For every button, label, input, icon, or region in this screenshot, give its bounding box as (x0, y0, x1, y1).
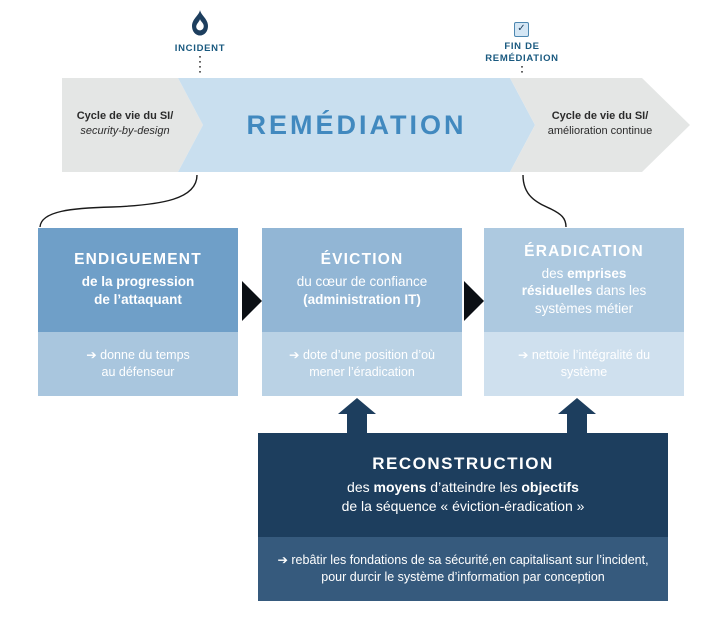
right-connector-curve (522, 174, 567, 228)
subtitle-segment: dans les systèmes métier (534, 283, 647, 316)
left-connector-curve (39, 174, 198, 228)
phase-footer-text: ➔ donne du temps au défenseur (86, 348, 190, 379)
subtitle-segment: des (541, 265, 568, 281)
phase-header: ENDIGUEMENT de la progression de l’attaq… (38, 228, 238, 332)
fin-label-line1: FIN DE (504, 41, 540, 52)
subtitle-segment: moyens (373, 479, 427, 496)
phase-box-eviction: ÉVICTION du cœur de confiance (administr… (262, 228, 462, 396)
band-left-caption: Cycle de vie du SI/ security-by-design (62, 109, 188, 140)
subtitle-segment: des (347, 479, 374, 496)
subtitle-segment: d’atteindre les (426, 479, 522, 496)
fin-de-remediation-label: FIN DE REMÉDIATION (468, 41, 576, 66)
phase-header: ÉRADICATION des emprises résiduelles dan… (484, 228, 684, 332)
subtitle-segment: du cœur de confiance (296, 274, 428, 290)
phase-footer: ➔ donne du temps au défenseur (38, 332, 238, 396)
subtitle-segment: emprises résiduelles (521, 265, 627, 299)
subtitle-segment: objectifs (521, 479, 579, 496)
band-title: REMÉDIATION (246, 110, 467, 140)
phase-box-eradication: ÉRADICATION des emprises résiduelles dan… (484, 228, 684, 396)
phase-subtitle: de la progression de l’attaquant (72, 273, 204, 308)
band-left-line2: security-by-design (80, 125, 170, 138)
reconstruction-box: RECONSTRUCTION des moyens d’atteindre le… (258, 433, 668, 601)
phase-subtitle: du cœur de confiance (administration IT) (274, 273, 450, 308)
phase-title: ÉRADICATION (524, 242, 644, 260)
phase-box-endiguement: ENDIGUEMENT de la progression de l’attaq… (38, 228, 238, 396)
reconstruction-footer: ➔ rebâtir les fondations de sa sécurité,… (258, 537, 668, 601)
band-right-line2: amélioration continue (547, 125, 653, 138)
phase-title: ÉVICTION (320, 251, 404, 269)
flame-icon (186, 9, 214, 41)
fin-label-line2: REMÉDIATION (485, 53, 559, 65)
subtitle-segment: de la progression de l’attaquant (81, 274, 195, 307)
arrow-up-icon (558, 398, 596, 434)
phase-footer-text: ➔ dote d’une position d’où mener l’éradi… (289, 348, 435, 379)
arrow-right-icon (464, 281, 484, 321)
band-right-line1: Cycle de vie du SI/ (551, 110, 649, 122)
band-left-line1: Cycle de vie du SI/ (76, 110, 174, 122)
reconstruction-footer-text: ➔ rebâtir les fondations de sa sécurité,… (277, 552, 649, 585)
arrow-up-icon (338, 398, 376, 434)
arrow-right-icon (242, 281, 262, 321)
incident-label: INCIDENT (174, 43, 226, 54)
reconstruction-subtitle-line1: des moyens d’atteindre les objectifs (347, 478, 579, 497)
reconstruction-subtitle-line2: de la séquence « éviction-éradication » (341, 498, 585, 514)
phase-subtitle: des emprises résiduelles dans les systèm… (508, 265, 660, 318)
subtitle-segment: (administration IT) (303, 292, 421, 307)
checkbox-icon: ✓ (514, 22, 529, 37)
phase-footer: ➔ dote d’une position d’où mener l’éradi… (262, 332, 462, 396)
reconstruction-header: RECONSTRUCTION des moyens d’atteindre le… (258, 433, 668, 537)
phase-title: ENDIGUEMENT (74, 251, 202, 269)
phase-footer-text: ➔ nettoie l’intégralité du système (517, 348, 651, 379)
phase-footer: ➔ nettoie l’intégralité du système (484, 332, 684, 396)
band-right-caption: Cycle de vie du SI/ amélioration continu… (537, 109, 663, 140)
reconstruction-title: RECONSTRUCTION (372, 454, 554, 474)
phase-header: ÉVICTION du cœur de confiance (administr… (262, 228, 462, 332)
